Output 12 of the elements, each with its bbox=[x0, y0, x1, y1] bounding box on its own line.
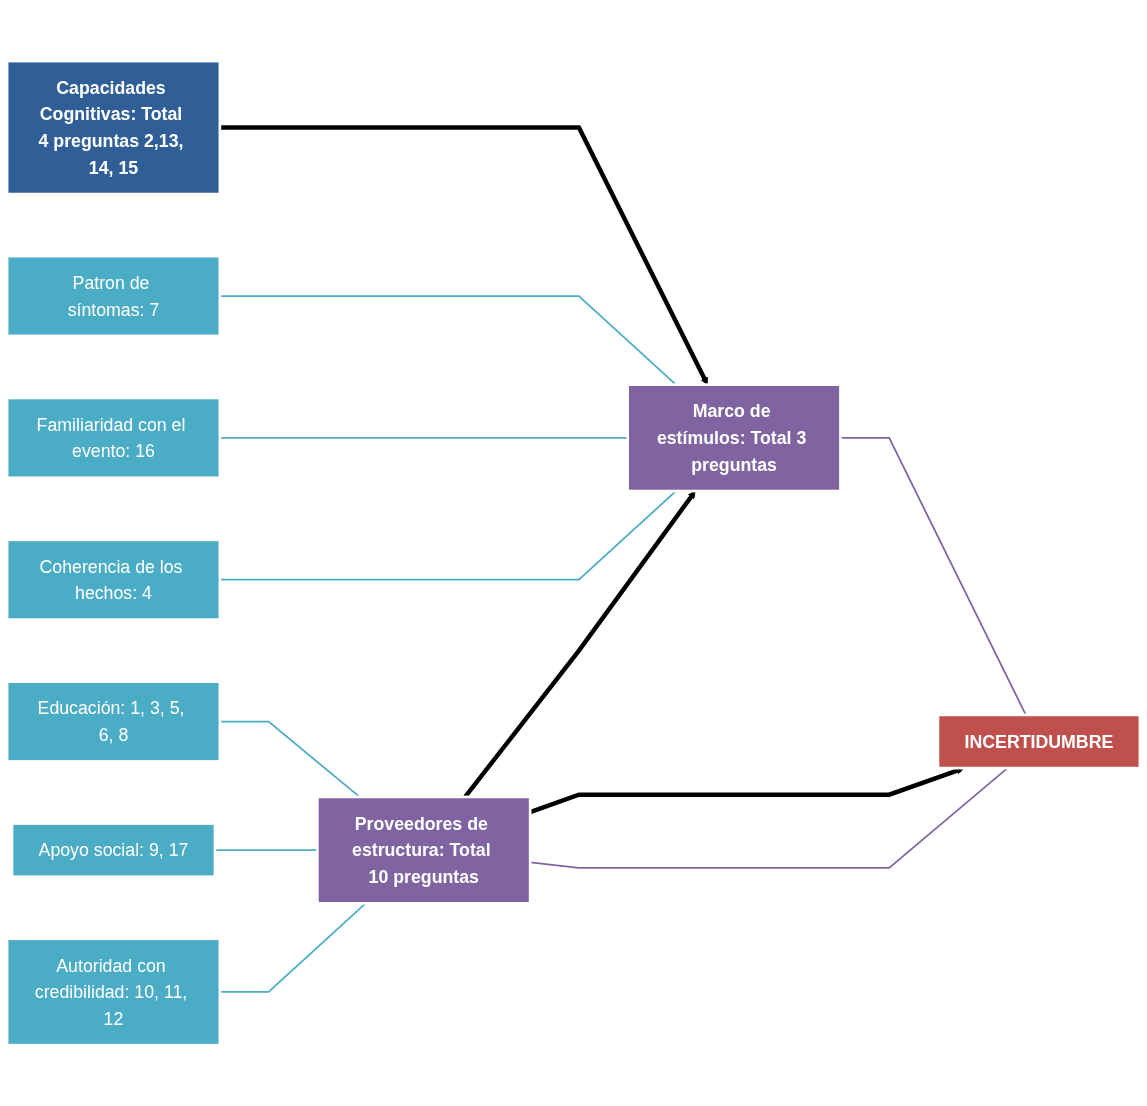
node-box: Proveedores de estructura: Total 10 preguntas bbox=[316, 795, 532, 905]
node-box: Patron de síntomas: 7 bbox=[5, 254, 222, 338]
node-box: Familiaridad con el evento: 16 bbox=[5, 396, 222, 479]
node-box: Coherencia de los hechos: 4 bbox=[5, 538, 222, 621]
connector bbox=[219, 490, 677, 581]
node-box: Capacidades Cognitivas: Total 4 preguntas 2,13, 14, 15 bbox=[5, 59, 222, 196]
node-box: Marco de estímulos: Total 3 preguntas bbox=[626, 383, 842, 493]
node-box: INCERTIDUMBRE bbox=[936, 713, 1142, 770]
arrow bbox=[219, 125, 708, 385]
node-box: Autoridad con credibilidad: 10, 11, 12 bbox=[5, 937, 222, 1047]
node-box: Educación: 1, 3, 5, 6, 8 bbox=[5, 680, 222, 763]
node-box: Apoyo social: 9, 17 bbox=[10, 822, 217, 878]
